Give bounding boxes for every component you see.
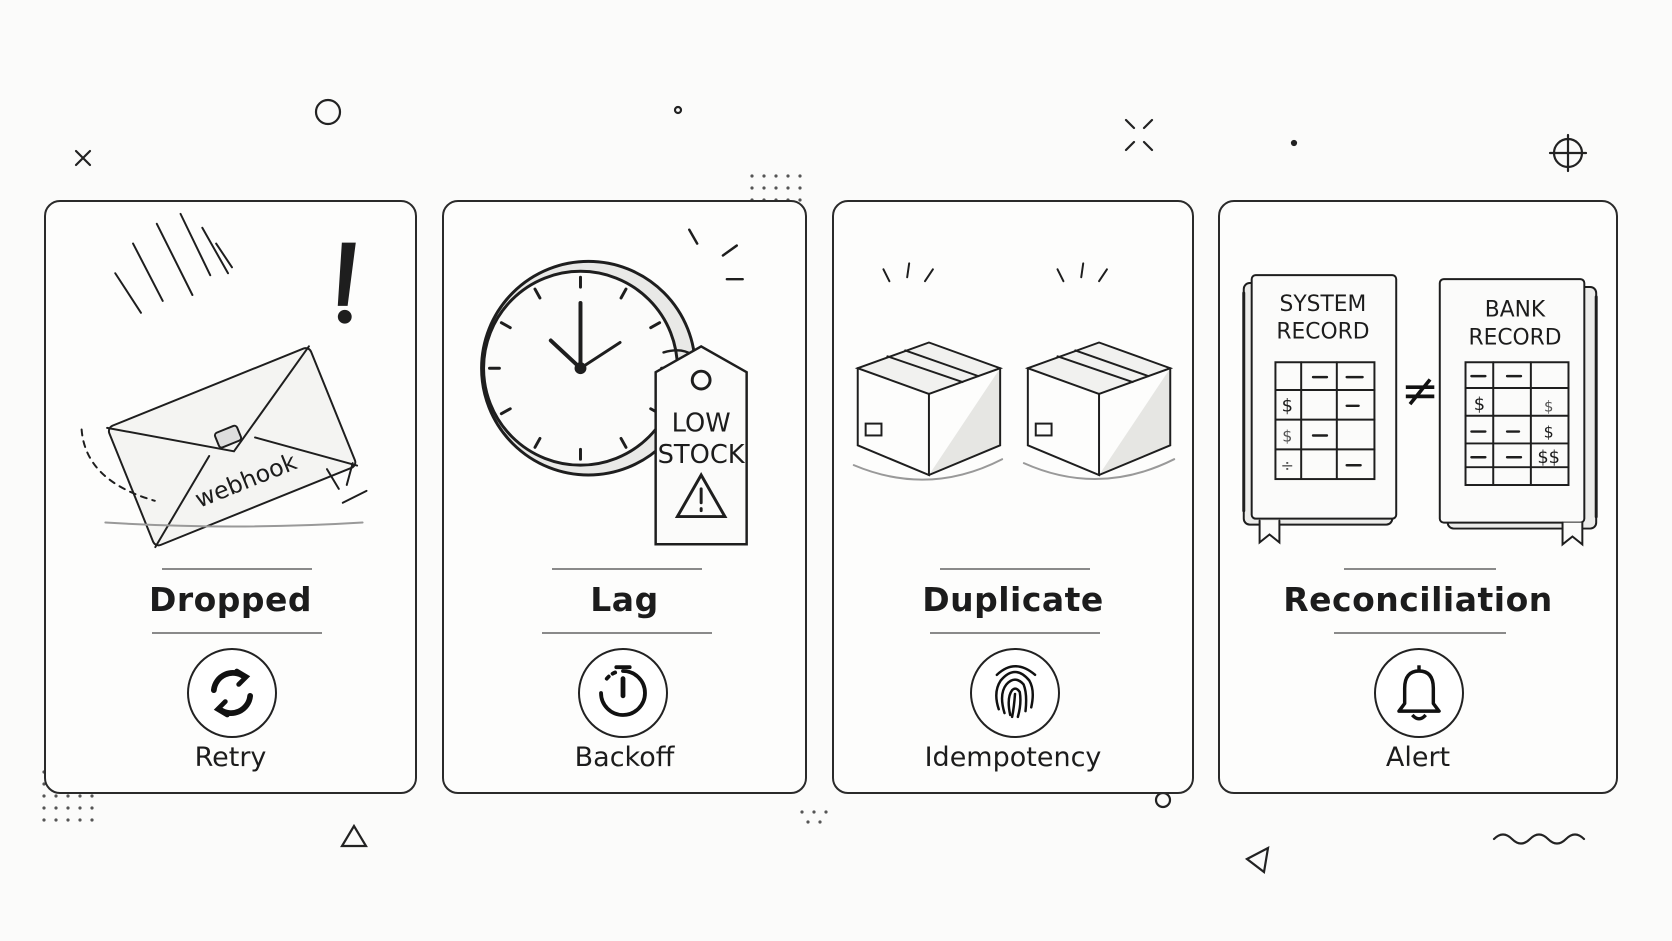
bell-icon: [1374, 648, 1464, 738]
title-rule-bottom: [1334, 632, 1506, 634]
card-title: Reconciliation: [1283, 580, 1553, 619]
card-duplicate: Duplicate Idempotency: [832, 200, 1194, 794]
circle-doodle: [314, 98, 342, 126]
card-title: Dropped: [148, 580, 313, 619]
title-rule-bottom: [930, 632, 1100, 634]
clock-ticks: [488, 275, 673, 461]
action-label: Idempotency: [924, 742, 1102, 773]
ledger-subtitle: RECORD: [1276, 319, 1369, 344]
ledger-cell: ÷: [1281, 456, 1294, 475]
clock-icon: LOW STOCK: [480, 228, 748, 546]
title-rule-top: [1344, 568, 1496, 570]
card-title: Duplicate: [922, 580, 1104, 619]
tag-text-stock: STOCK: [658, 440, 746, 470]
hour-hand: [548, 338, 583, 371]
not-equal-sign: ≠: [1401, 364, 1439, 417]
card-title: Lag: [590, 580, 659, 619]
action-label: Backoff: [574, 742, 675, 773]
ledger-title: BANK: [1485, 298, 1546, 323]
ledger-subtitle: RECORD: [1468, 325, 1561, 350]
x-mark: [74, 149, 92, 167]
envelope-icon: webhook: [80, 212, 368, 549]
ledger-cell: $: [1282, 396, 1293, 417]
ledger-cell: $: [1544, 422, 1554, 441]
boxes-icon: [852, 262, 1176, 481]
bank-ledger: [1438, 278, 1598, 547]
card-reconciliation: SYSTEM RECORD $ $ ÷ ≠ BANK RECORD $ $ $ …: [1218, 200, 1618, 794]
ledgers-icon: SYSTEM RECORD $ $ ÷ ≠ BANK RECORD $ $ $ …: [1242, 274, 1598, 547]
triangle-doodle: [1244, 845, 1270, 874]
impact-lines: [325, 462, 368, 504]
target-crosshair: [1548, 133, 1588, 173]
ring-lines: [688, 228, 744, 281]
ledger-cell: $: [1474, 394, 1485, 415]
ledger-cell: $$: [1537, 447, 1560, 468]
card-lag: LOW STOCK Lag Backoff: [442, 200, 807, 794]
fingerprint-icon: [970, 648, 1060, 738]
sparkle-doodle: [1124, 118, 1154, 152]
stock-tag: [654, 345, 748, 546]
dot-doodle: [673, 105, 683, 115]
box-right: [1024, 262, 1174, 477]
tag-text-low: LOW: [672, 409, 731, 439]
action-label: Retry: [194, 742, 267, 773]
title-rule-top: [162, 568, 312, 570]
dot-doodle: [1290, 139, 1298, 147]
ledger-cell: $: [1544, 398, 1553, 416]
wave-doodle: [1492, 833, 1586, 845]
triangle-doodle: [340, 823, 368, 848]
title-rule-top: [940, 568, 1090, 570]
exclamation-mark: [337, 242, 356, 306]
motion-lines: [114, 212, 233, 314]
dashed-path: [80, 428, 156, 502]
ledger-title: SYSTEM: [1280, 292, 1367, 317]
action-label: Alert: [1385, 742, 1451, 773]
retry-icon: [187, 648, 277, 738]
warning-icon: [674, 472, 728, 519]
title-rule-bottom: [542, 632, 712, 634]
title-rule-bottom: [152, 632, 322, 634]
circle-doodle: [1154, 791, 1172, 809]
ledger-cell: $: [1282, 426, 1292, 445]
box-left: [854, 262, 1004, 477]
backoff-timer-icon: [578, 648, 668, 738]
title-rule-top: [552, 568, 702, 570]
card-dropped: webhook Dropped Retry: [44, 200, 417, 794]
